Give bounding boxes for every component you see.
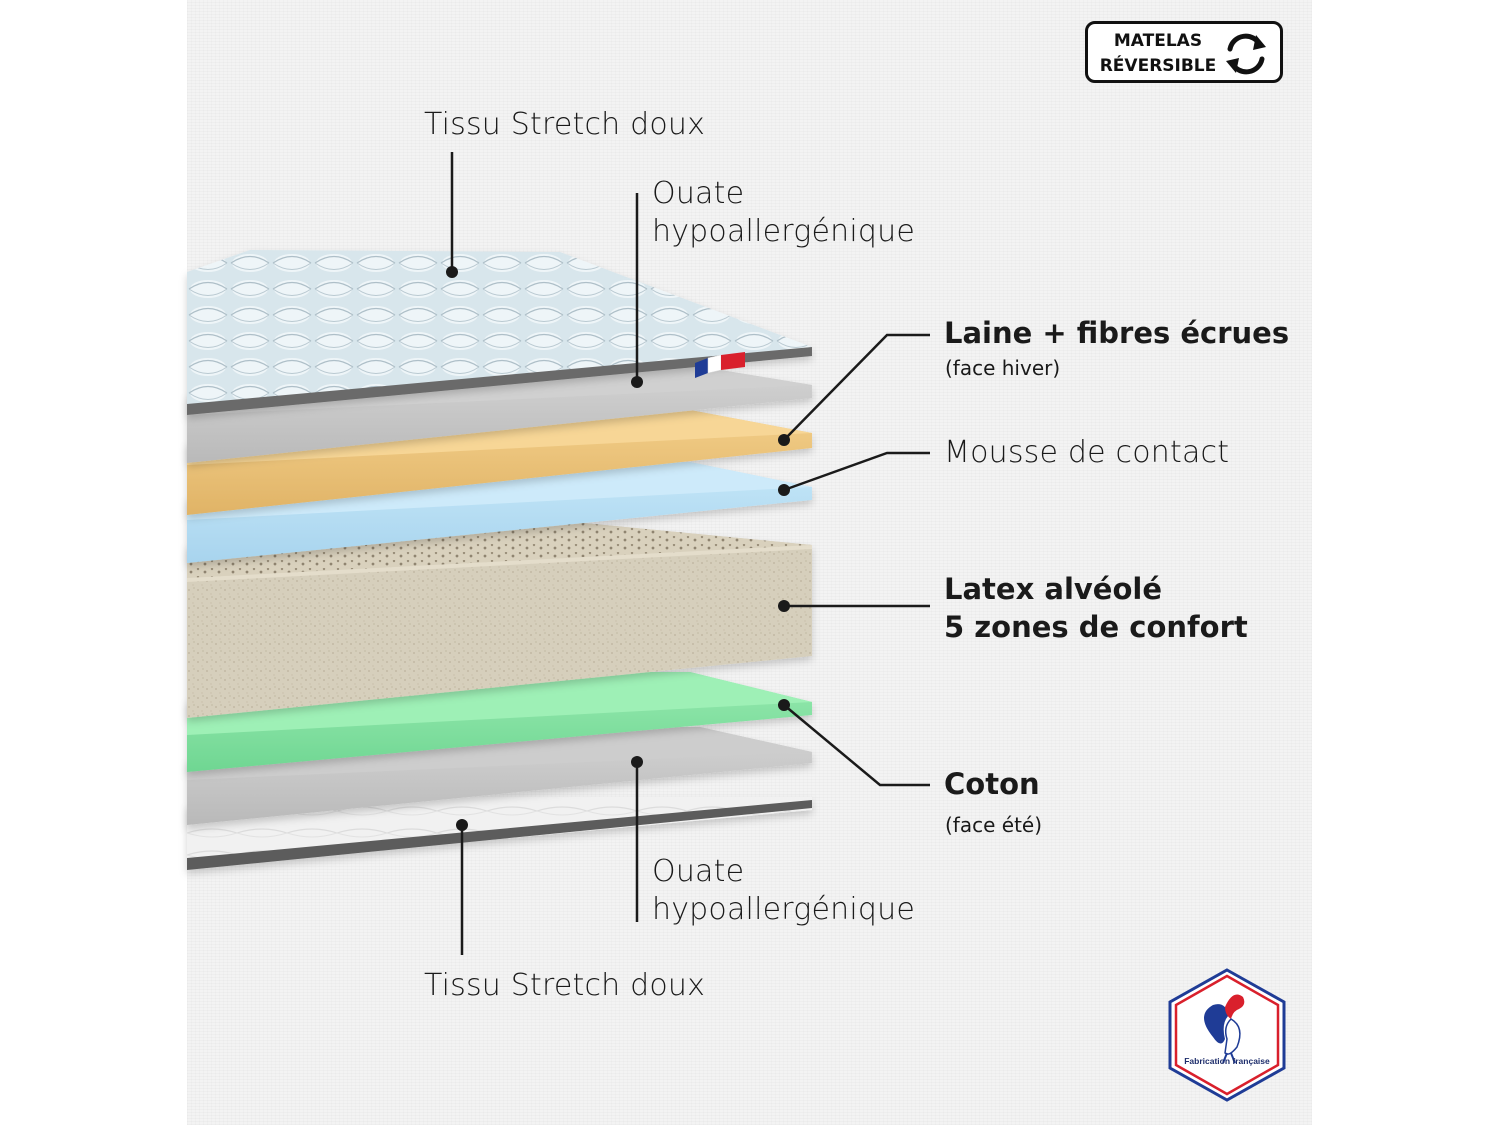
label-tissu-bottom: Tissu Stretch doux: [424, 968, 706, 1003]
reversible-badge: MATELAS RÉVERSIBLE: [1085, 21, 1283, 83]
layer-latex: [187, 515, 812, 718]
label-latex-line1: Latex alvéolé: [944, 572, 1162, 606]
label-laine: Laine + fibres écrues: [944, 316, 1290, 350]
leader-dots: [446, 266, 790, 831]
label-coton: Coton: [944, 767, 1040, 801]
label-laine-sub: (face hiver): [945, 356, 1061, 380]
badge-line-2: RÉVERSIBLE: [1099, 56, 1217, 76]
leader-lines: [450, 152, 930, 955]
label-coton-sub: (face été): [945, 813, 1043, 837]
reverse-arrows-icon: [1226, 33, 1266, 75]
label-ouate-bottom-line2: hypoallergénique: [652, 892, 916, 927]
fabrication-francaise-badge: [1168, 968, 1286, 1102]
dot-mousse: [778, 484, 790, 496]
dot-tissu-top: [446, 266, 458, 278]
french-flag-icon: [695, 352, 745, 378]
dot-tissu-bottom: [456, 819, 468, 831]
dot-laine: [778, 434, 790, 446]
fabrication-francaise-text: Fabrication française: [1184, 1056, 1270, 1066]
label-mousse: Mousse de contact: [944, 435, 1230, 470]
badge-line-1: MATELAS: [1113, 31, 1203, 51]
label-ouate-top-line2: hypoallergénique: [652, 214, 916, 249]
label-latex-line2: 5 zones de confort: [944, 610, 1248, 644]
dot-ouate-top: [631, 376, 643, 388]
layer-tissu-top: [187, 250, 812, 415]
dot-coton: [778, 699, 790, 711]
dot-ouate-bottom: [631, 756, 643, 768]
rooster-icon: [1204, 994, 1245, 1064]
dot-latex: [778, 600, 790, 612]
label-tissu-top: Tissu Stretch doux: [424, 107, 706, 142]
label-ouate-bottom-line1: Ouate: [652, 854, 745, 889]
label-ouate-top-line1: Ouate: [652, 176, 745, 211]
layer-tissu-bottom: [187, 797, 812, 870]
